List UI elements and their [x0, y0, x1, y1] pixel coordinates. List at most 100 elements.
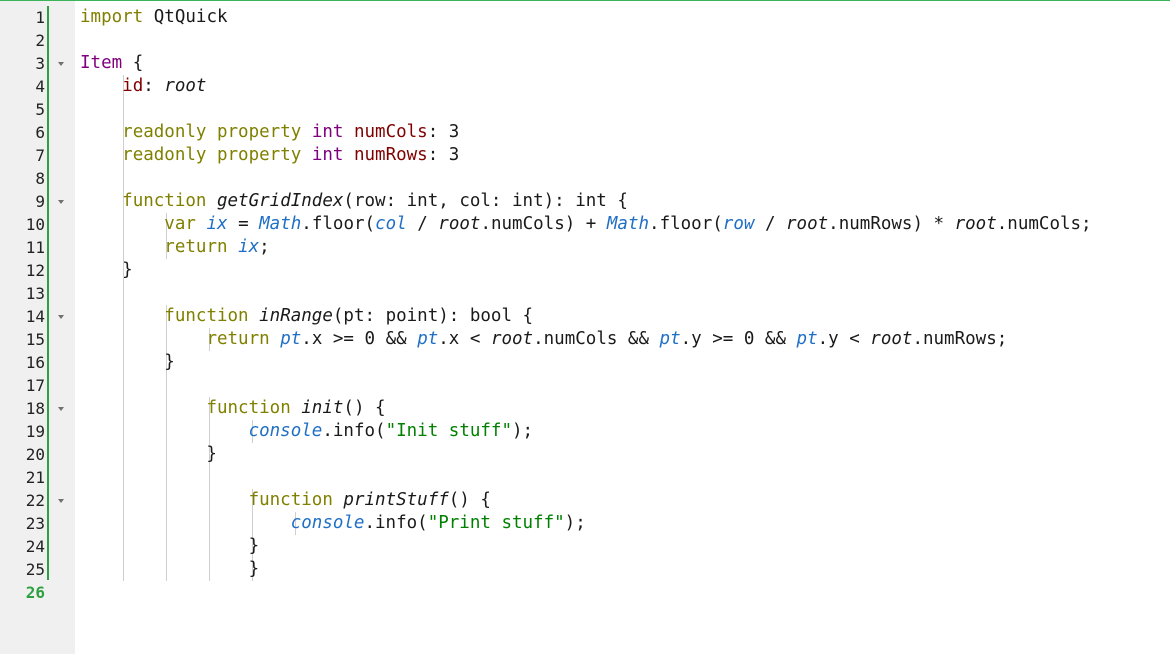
code-token: = [227, 214, 260, 234]
code-line[interactable]: console.info("Init stuff"); [80, 420, 534, 443]
code-token: printStuff [343, 490, 449, 510]
line-number: 8 [35, 169, 45, 188]
fold-arrow-icon[interactable] [58, 407, 64, 411]
code-line[interactable]: } [80, 535, 260, 558]
code-token: console [248, 421, 323, 441]
fold-arrow-icon[interactable] [58, 62, 64, 66]
code-token: .info( [364, 513, 428, 533]
line-number: 11 [25, 238, 45, 257]
code-token: root [164, 76, 207, 96]
line-number: 15 [25, 330, 45, 349]
code-line[interactable]: readonly property int numRows: 3 [80, 144, 459, 167]
code-token: } [80, 444, 217, 464]
code-token: QtQuick [153, 7, 228, 27]
code-token [80, 306, 164, 326]
code-line[interactable]: return ix; [80, 236, 269, 259]
code-line[interactable]: return pt.x >= 0 && pt.x < root.numCols … [80, 328, 1007, 351]
code-token: init [301, 398, 344, 418]
code-token: .numCols) + [480, 214, 607, 234]
code-token: numRows [353, 145, 428, 165]
indent-guide [166, 213, 167, 259]
code-token: row [722, 214, 755, 234]
fold-arrow-icon[interactable] [58, 200, 64, 204]
line-number: 18 [25, 399, 45, 418]
code-token [80, 145, 122, 165]
code-token: pt [659, 329, 681, 349]
code-token [80, 329, 206, 349]
code-line[interactable]: readonly property int numCols: 3 [80, 121, 459, 144]
code-line[interactable]: } [80, 558, 260, 581]
line-number: 22 [25, 491, 45, 510]
code-token [80, 191, 122, 211]
code-line[interactable]: function getGridIndex(row: int, col: int… [80, 190, 628, 213]
code-token: () { [343, 398, 386, 418]
line-number: 19 [25, 422, 45, 441]
code-token: root [490, 329, 534, 349]
code-token: / [754, 214, 787, 234]
code-token: .x >= 0 && [301, 329, 418, 349]
code-token: pt [417, 329, 439, 349]
code-token: int [311, 122, 354, 142]
line-number: 14 [25, 307, 45, 326]
line-number: 26 [25, 583, 45, 602]
code-token: : 3 [427, 145, 460, 165]
code-line[interactable]: id: root [80, 75, 206, 98]
code-token: numCols [353, 122, 428, 142]
code-line[interactable]: console.info("Print stuff"); [80, 512, 586, 535]
code-token: .numCols && [533, 329, 660, 349]
code-token: "Init stuff" [385, 421, 512, 441]
code-line[interactable]: } [80, 259, 133, 282]
line-number: 21 [25, 468, 45, 487]
code-line[interactable]: var ix = Math.floor(col / root.numCols) … [80, 213, 1092, 236]
code-line[interactable]: import QtQuick [80, 6, 228, 29]
code-line[interactable]: Item { [80, 52, 143, 75]
code-token: Math [606, 214, 650, 234]
code-line[interactable]: function printStuff() { [80, 489, 491, 512]
code-token: .y >= 0 && [680, 329, 797, 349]
code-token: function [206, 398, 302, 418]
line-number: 20 [25, 445, 45, 464]
code-token: readonly property [122, 122, 312, 142]
code-token: id [122, 76, 144, 96]
code-token: ix [238, 237, 260, 257]
code-token: .numRows) * [828, 214, 955, 234]
code-line[interactable]: } [80, 351, 175, 374]
code-token: var [164, 214, 207, 234]
line-number: 7 [35, 146, 45, 165]
code-token: } [80, 260, 133, 280]
code-token: : [143, 76, 165, 96]
code-line[interactable]: function inRange(pt: point): bool { [80, 305, 533, 328]
code-token: root [870, 329, 913, 349]
code-token: getGridIndex [216, 191, 344, 211]
code-token: .x < [438, 329, 491, 349]
line-number: 13 [25, 284, 45, 303]
code-token [80, 122, 122, 142]
line-number: 24 [25, 537, 45, 556]
code-token: function [164, 306, 260, 326]
line-number: 17 [25, 376, 45, 395]
code-token: ); [512, 421, 534, 441]
line-number: 25 [25, 560, 45, 579]
code-token: } [80, 559, 260, 579]
indent-guide [209, 328, 210, 351]
code-token: console [290, 513, 365, 533]
modified-lines-marker [47, 6, 49, 580]
code-token: int [311, 145, 354, 165]
line-number: 4 [35, 77, 45, 96]
code-token: .numCols; [996, 214, 1092, 234]
code-line[interactable]: } [80, 443, 217, 466]
code-token: () { [448, 490, 491, 510]
code-token: (row: int, col: int): int { [343, 191, 628, 211]
code-token: : 3 [427, 122, 460, 142]
code-token: root [954, 214, 997, 234]
code-token: Item [80, 53, 123, 73]
code-token [80, 513, 291, 533]
code-line[interactable]: function init() { [80, 397, 386, 420]
code-token: ); [564, 513, 586, 533]
code-token [80, 214, 164, 234]
code-token: .info( [322, 421, 386, 441]
fold-arrow-icon[interactable] [58, 499, 64, 503]
fold-arrow-icon[interactable] [58, 315, 64, 319]
